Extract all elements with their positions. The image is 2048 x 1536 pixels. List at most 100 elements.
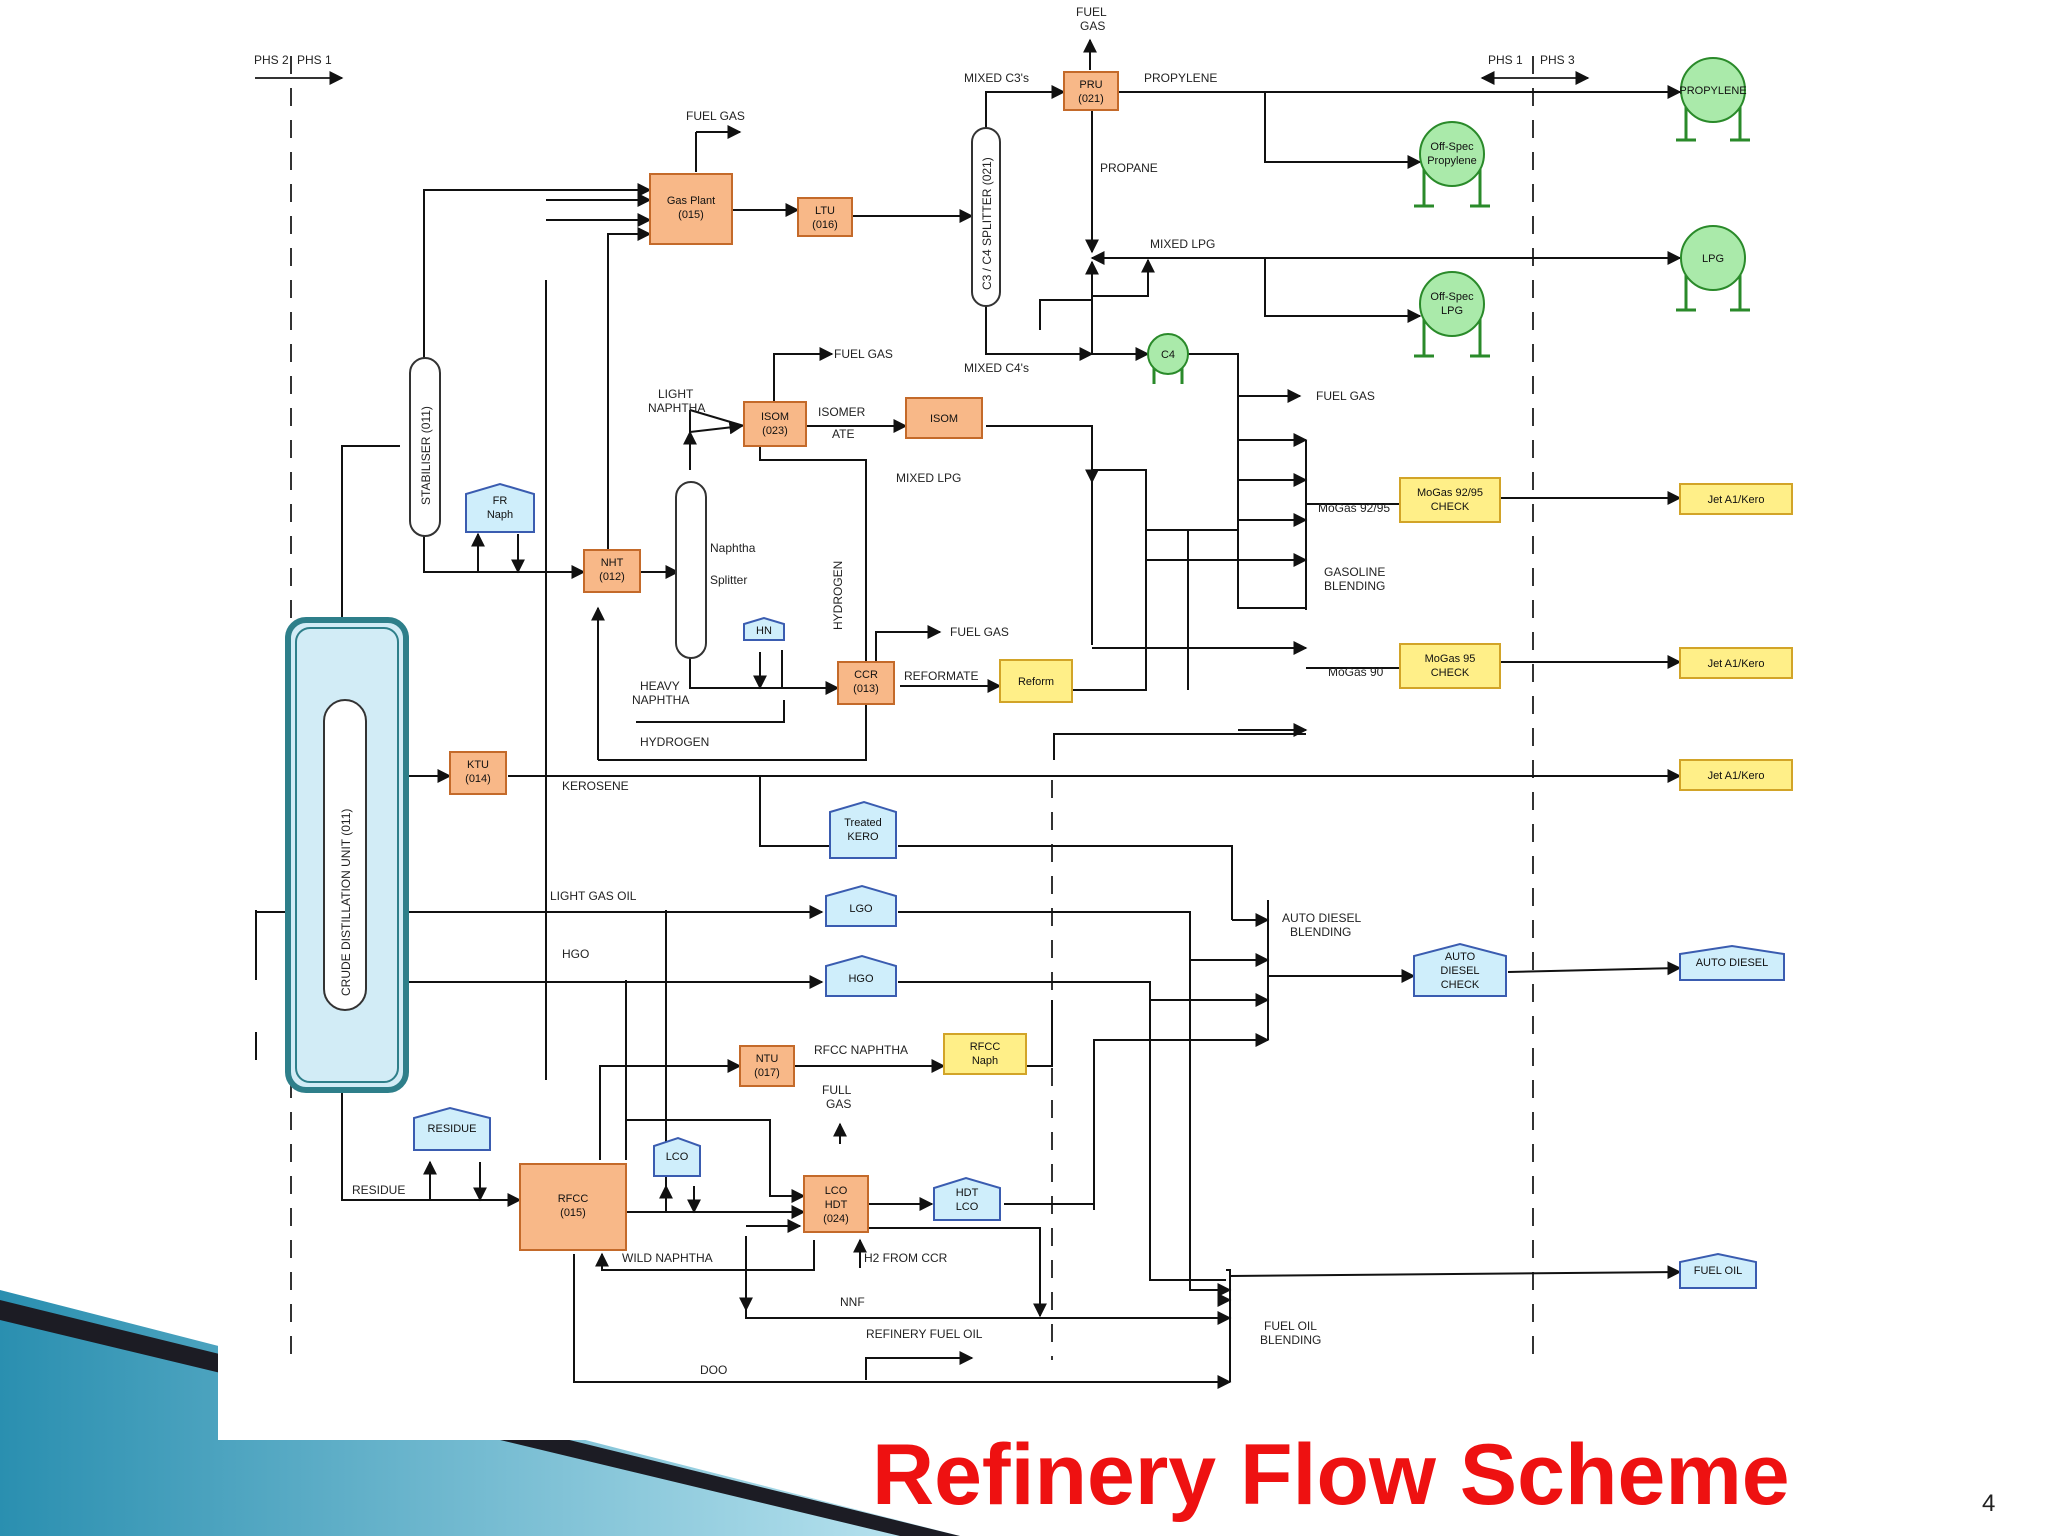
crude-distillation-unit: CRUDE DISTILLATION UNIT (011) (285, 617, 409, 1093)
svg-text:RESIDUE: RESIDUE (428, 1123, 477, 1135)
phase-label-phs3-right: PHS 3 (1540, 53, 1575, 67)
label-fuel-gas-c4: FUEL GAS (1316, 389, 1375, 403)
label-isomerate-1: ISOMER (818, 405, 866, 419)
svg-text:DIESEL: DIESEL (1440, 965, 1479, 977)
svg-text:ISOM: ISOM (930, 413, 958, 425)
product-rfcc-naph: RFCC Naph (943, 1033, 1027, 1075)
label-heavy-naphtha-2: NAPHTHA (632, 693, 689, 707)
svg-text:HN: HN (756, 625, 772, 637)
unit-gas-plant: Gas Plant (015) (649, 173, 733, 245)
product-reform: Reform (999, 659, 1073, 703)
label-full-gas-1: FULL (822, 1083, 852, 1097)
label-fuel-gas-top-2: GAS (1080, 19, 1105, 33)
label-kerosene: KEROSENE (562, 779, 629, 793)
svg-text:LPG: LPG (1441, 305, 1463, 317)
label-auto-diesel-blending-2: BLENDING (1290, 925, 1351, 939)
svg-text:PRU: PRU (1079, 79, 1102, 91)
phase-markers (255, 56, 1590, 1360)
svg-text:Jet A1/Kero: Jet A1/Kero (1708, 494, 1765, 506)
svg-text:Jet A1/Kero: Jet A1/Kero (1708, 658, 1765, 670)
label-auto-diesel-blending-1: AUTO DIESEL (1282, 911, 1361, 925)
label-light-naphtha-1: LIGHT (658, 387, 694, 401)
svg-text:FR: FR (493, 495, 508, 507)
unit-pru: PRU (021) (1063, 71, 1119, 111)
storage-hgo: HGO (825, 954, 897, 997)
svg-text:KERO: KERO (847, 831, 879, 843)
svg-text:LTU: LTU (815, 205, 835, 217)
label-gasoline-blending-1: GASOLINE (1324, 565, 1385, 579)
label-rfcc-naphtha: RFCC NAPHTHA (814, 1043, 908, 1057)
svg-text:(014): (014) (465, 773, 491, 785)
svg-text:CHECK: CHECK (1441, 979, 1480, 991)
svg-text:KTU: KTU (467, 759, 489, 771)
page-number: 4 (1982, 1490, 1996, 1517)
svg-text:(024): (024) (823, 1213, 849, 1225)
svg-text:CHECK: CHECK (1431, 667, 1470, 679)
svg-text:(016): (016) (812, 219, 838, 231)
svg-text:Reform: Reform (1018, 676, 1054, 688)
naphtha-splitter-column: Naphtha Splitter (675, 481, 756, 659)
splitter-label: C3 / C4 SPLITTER (021) (980, 157, 994, 290)
label-nnf: NNF (840, 1295, 865, 1309)
label-propane: PROPANE (1100, 161, 1158, 175)
svg-text:AUTO: AUTO (1445, 951, 1476, 963)
storage-fr-naph: FR Naph (465, 482, 535, 533)
label-h2-from-ccr: H2 FROM CCR (864, 1251, 948, 1265)
svg-text:ISOM: ISOM (761, 411, 789, 423)
label-propylene: PROPYLENE (1144, 71, 1217, 85)
label-gasoline-blending-2: BLENDING (1324, 579, 1385, 593)
storage-hn: HN (743, 616, 785, 641)
unit-isom-023: ISOM (023) (743, 401, 807, 447)
unit-lco-hdt: LCO HDT (024) (803, 1175, 869, 1233)
label-fuel-gas-isom: FUEL GAS (834, 347, 893, 361)
label-mixed-c4: MIXED C4's (964, 361, 1029, 375)
phase-label-phs1-right: PHS 1 (1488, 53, 1523, 67)
svg-text:(015): (015) (678, 209, 704, 221)
product-mogas-check-1: MoGas 92/95 CHECK (1399, 477, 1501, 523)
svg-text:(012): (012) (599, 571, 625, 583)
svg-text:HDT: HDT (825, 1199, 848, 1211)
naphtha-splitter-label-1: Naphtha (710, 541, 756, 555)
tank-off-spec-lpg: Off-Spec LPG (1414, 271, 1490, 358)
label-mixed-c3: MIXED C3's (964, 71, 1029, 85)
storage-treated-kero: Treated KERO (829, 800, 897, 859)
svg-text:NHT: NHT (601, 557, 624, 569)
unit-ccr: CCR (013) (837, 661, 895, 705)
phase-label-phs2-left: PHS 2 (254, 53, 289, 67)
naphtha-splitter-label-2: Splitter (710, 573, 747, 587)
storage-lgo: LGO (825, 884, 897, 927)
label-full-gas-2: GAS (826, 1097, 851, 1111)
svg-text:MoGas 92/95: MoGas 92/95 (1417, 487, 1483, 499)
label-isomerate-2: ATE (832, 427, 854, 441)
svg-text:PROPYLENE: PROPYLENE (1679, 85, 1746, 97)
storage-auto-diesel-check: AUTO DIESEL CHECK (1413, 942, 1507, 997)
svg-text:HDT: HDT (956, 1187, 979, 1199)
label-residue: RESIDUE (352, 1183, 405, 1197)
storage-hdt-lco: HDT LCO (933, 1176, 1001, 1221)
svg-text:(017): (017) (754, 1067, 780, 1079)
svg-text:(013): (013) (853, 683, 879, 695)
svg-text:Gas Plant: Gas Plant (667, 195, 715, 207)
tank-lpg: LPG (1676, 225, 1750, 312)
product-jet-a1-kero-3: Jet A1/Kero (1679, 759, 1793, 791)
product-mogas-check-2: MoGas 95 CHECK (1399, 643, 1501, 689)
slide-title: Refinery Flow Scheme (872, 1427, 1790, 1523)
svg-text:Naph: Naph (487, 509, 513, 521)
stabiliser-column: STABILISER (011) (409, 357, 441, 537)
svg-text:LCO: LCO (825, 1185, 848, 1197)
unit-isom: ISOM (905, 397, 983, 439)
unit-ntu: NTU (017) (739, 1045, 795, 1087)
cdu-label: CRUDE DISTILLATION UNIT (011) (339, 809, 353, 996)
svg-text:AUTO DIESEL: AUTO DIESEL (1696, 957, 1769, 969)
svg-text:Propylene: Propylene (1427, 155, 1477, 167)
label-reformate: REFORMATE (904, 669, 978, 683)
svg-text:Jet A1/Kero: Jet A1/Kero (1708, 770, 1765, 782)
svg-text:Off-Spec: Off-Spec (1430, 291, 1474, 303)
storage-fuel-oil: FUEL OIL (1679, 1252, 1757, 1289)
svg-text:CCR: CCR (854, 669, 878, 681)
product-jet-a1-kero-1: Jet A1/Kero (1679, 483, 1793, 515)
label-doo: DOO (700, 1363, 727, 1377)
label-fuel-oil-blending-2: BLENDING (1260, 1333, 1321, 1347)
phase-label-phs1-left: PHS 1 (297, 53, 332, 67)
svg-text:FUEL OIL: FUEL OIL (1694, 1265, 1743, 1277)
